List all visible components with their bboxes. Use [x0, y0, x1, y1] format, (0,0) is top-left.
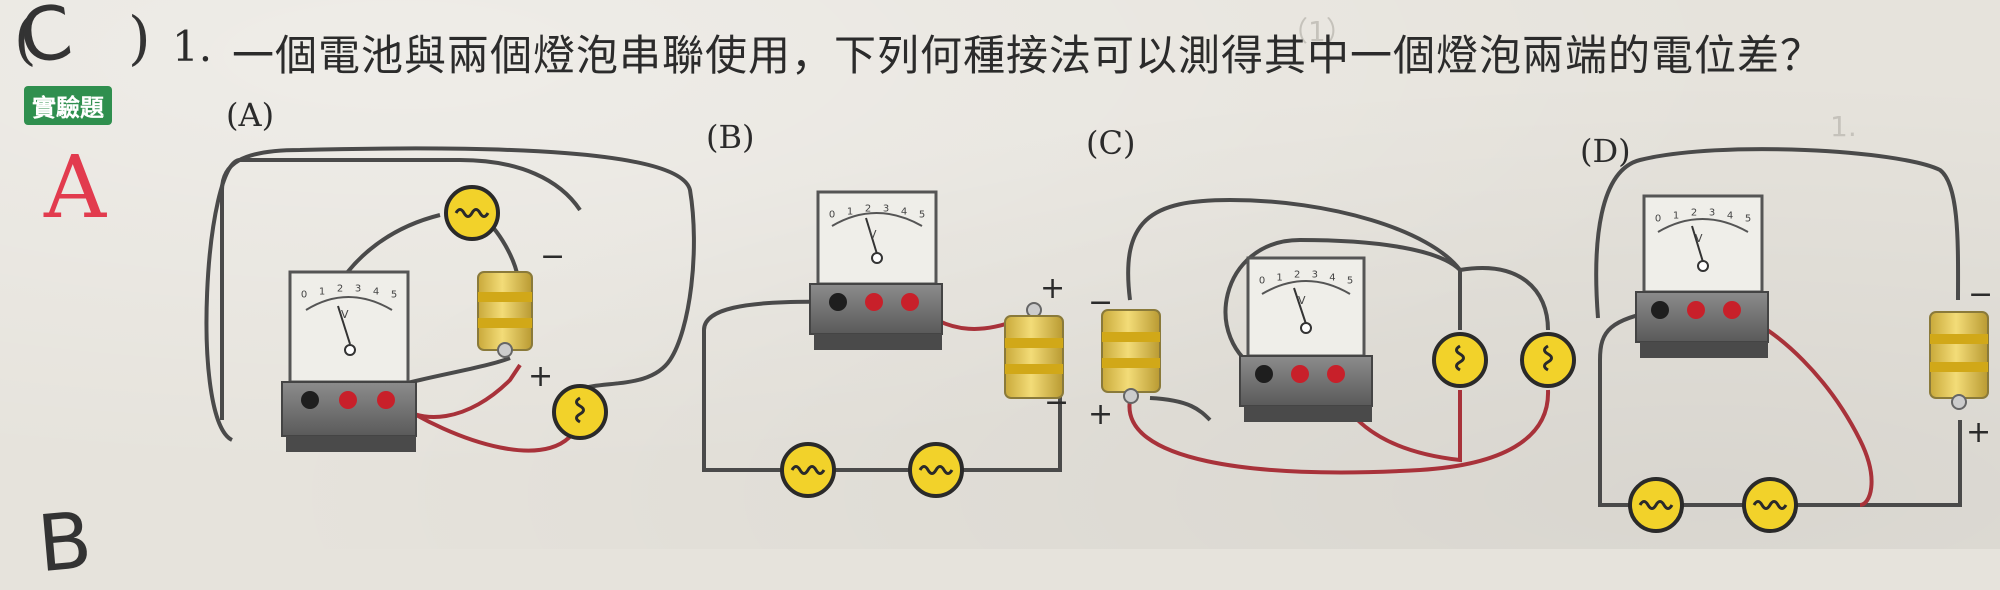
meter-scale-label: 0 — [829, 210, 835, 221]
meter-scale-label: 2 — [865, 204, 871, 215]
meter-scale-label: 2 — [1691, 208, 1697, 219]
meter-scale-label: 4 — [901, 207, 907, 218]
meter-scale-label: 1 — [847, 207, 853, 218]
meter-scale-label: 1 — [319, 287, 325, 298]
meter-scale-label: 5 — [919, 210, 925, 221]
meter-scale-label: 5 — [391, 290, 397, 301]
battery-c-plus: + — [1088, 397, 1113, 432]
meter-scale-label: 4 — [1727, 211, 1733, 222]
meter-unit-label: V — [1695, 232, 1703, 245]
battery-c — [1101, 309, 1161, 404]
battery-d — [1929, 311, 1989, 410]
option-b-label: (B) — [706, 118, 755, 156]
meter-unit-label: V — [1298, 294, 1306, 307]
meter-scale-label: 5 — [1347, 276, 1353, 287]
meter-scale-label: 4 — [1329, 273, 1335, 284]
experiment-tag: 實驗題 — [24, 86, 112, 125]
meter-scale-label: 3 — [1312, 270, 1318, 281]
meter-scale-label: 0 — [1655, 214, 1661, 225]
meter-scale-label: 1 — [1673, 211, 1679, 222]
handwritten-note: A — [44, 138, 107, 238]
battery-d-minus: − — [1968, 277, 1993, 312]
meter-scale-label: 2 — [337, 284, 343, 295]
bleed-through-text: 1. — [1830, 110, 1857, 143]
voltmeter-b: 0 1 2 3 4 5V — [809, 190, 943, 350]
meter-scale-label: 2 — [1294, 270, 1300, 281]
battery-d-plus: + — [1966, 415, 1991, 450]
question-text: 一個電池與兩個燈泡串聯使用，下列何種接法可以測得其中一個燈泡兩端的電位差？ — [232, 31, 1824, 80]
meter-unit-label: V — [341, 308, 349, 321]
meter-scale-label: 5 — [1745, 214, 1751, 225]
answer-paren-open: ( — [14, 4, 37, 72]
option-a-label: (A) — [226, 96, 275, 134]
bulb-a2 — [552, 384, 608, 440]
meter-scale-label: 4 — [373, 287, 379, 298]
option-c-label: (C) — [1086, 124, 1136, 162]
meter-scale-label: 3 — [355, 284, 361, 295]
meter-unit-label: V — [869, 228, 877, 241]
meter-scale-label: 0 — [301, 290, 307, 301]
bulb-d2 — [1742, 477, 1798, 533]
voltmeter-d: 0 1 2 3 4 5V — [1635, 194, 1769, 358]
question-number: 1. — [172, 22, 213, 71]
meter-scale-label: 1 — [1276, 273, 1282, 284]
bulb-c1 — [1432, 332, 1488, 388]
bulb-b2 — [908, 442, 964, 498]
battery-a-plus: + — [528, 359, 553, 394]
battery-b-plus: + — [1040, 271, 1065, 306]
voltmeter-a: 0 1 2 3 4 5V — [281, 270, 417, 452]
bulb-a1 — [444, 185, 500, 241]
battery-a-minus: − — [540, 239, 565, 274]
bleed-through-text: （1） — [1280, 15, 1354, 48]
meter-scale-label: 3 — [1709, 208, 1715, 219]
battery-c-minus: − — [1088, 285, 1113, 320]
circuit-b: 0 1 2 3 4 5V + − — [702, 190, 1069, 498]
bulb-b1 — [780, 442, 836, 498]
circuit-d: 0 1 2 3 4 5V − + — [1594, 147, 1993, 533]
option-d-label: (D) — [1580, 132, 1631, 170]
battery-b — [1004, 302, 1064, 399]
circuit-a: 0 1 2 3 4 5V − + — [204, 146, 696, 453]
meter-scale-label: 0 — [1259, 276, 1265, 287]
bulb-d1 — [1628, 477, 1684, 533]
answer-paren-close: ) — [128, 4, 151, 72]
battery-b-minus: − — [1044, 385, 1069, 420]
battery-a — [477, 271, 533, 358]
meter-scale-label: 3 — [883, 204, 889, 215]
bulb-c2 — [1520, 332, 1576, 388]
